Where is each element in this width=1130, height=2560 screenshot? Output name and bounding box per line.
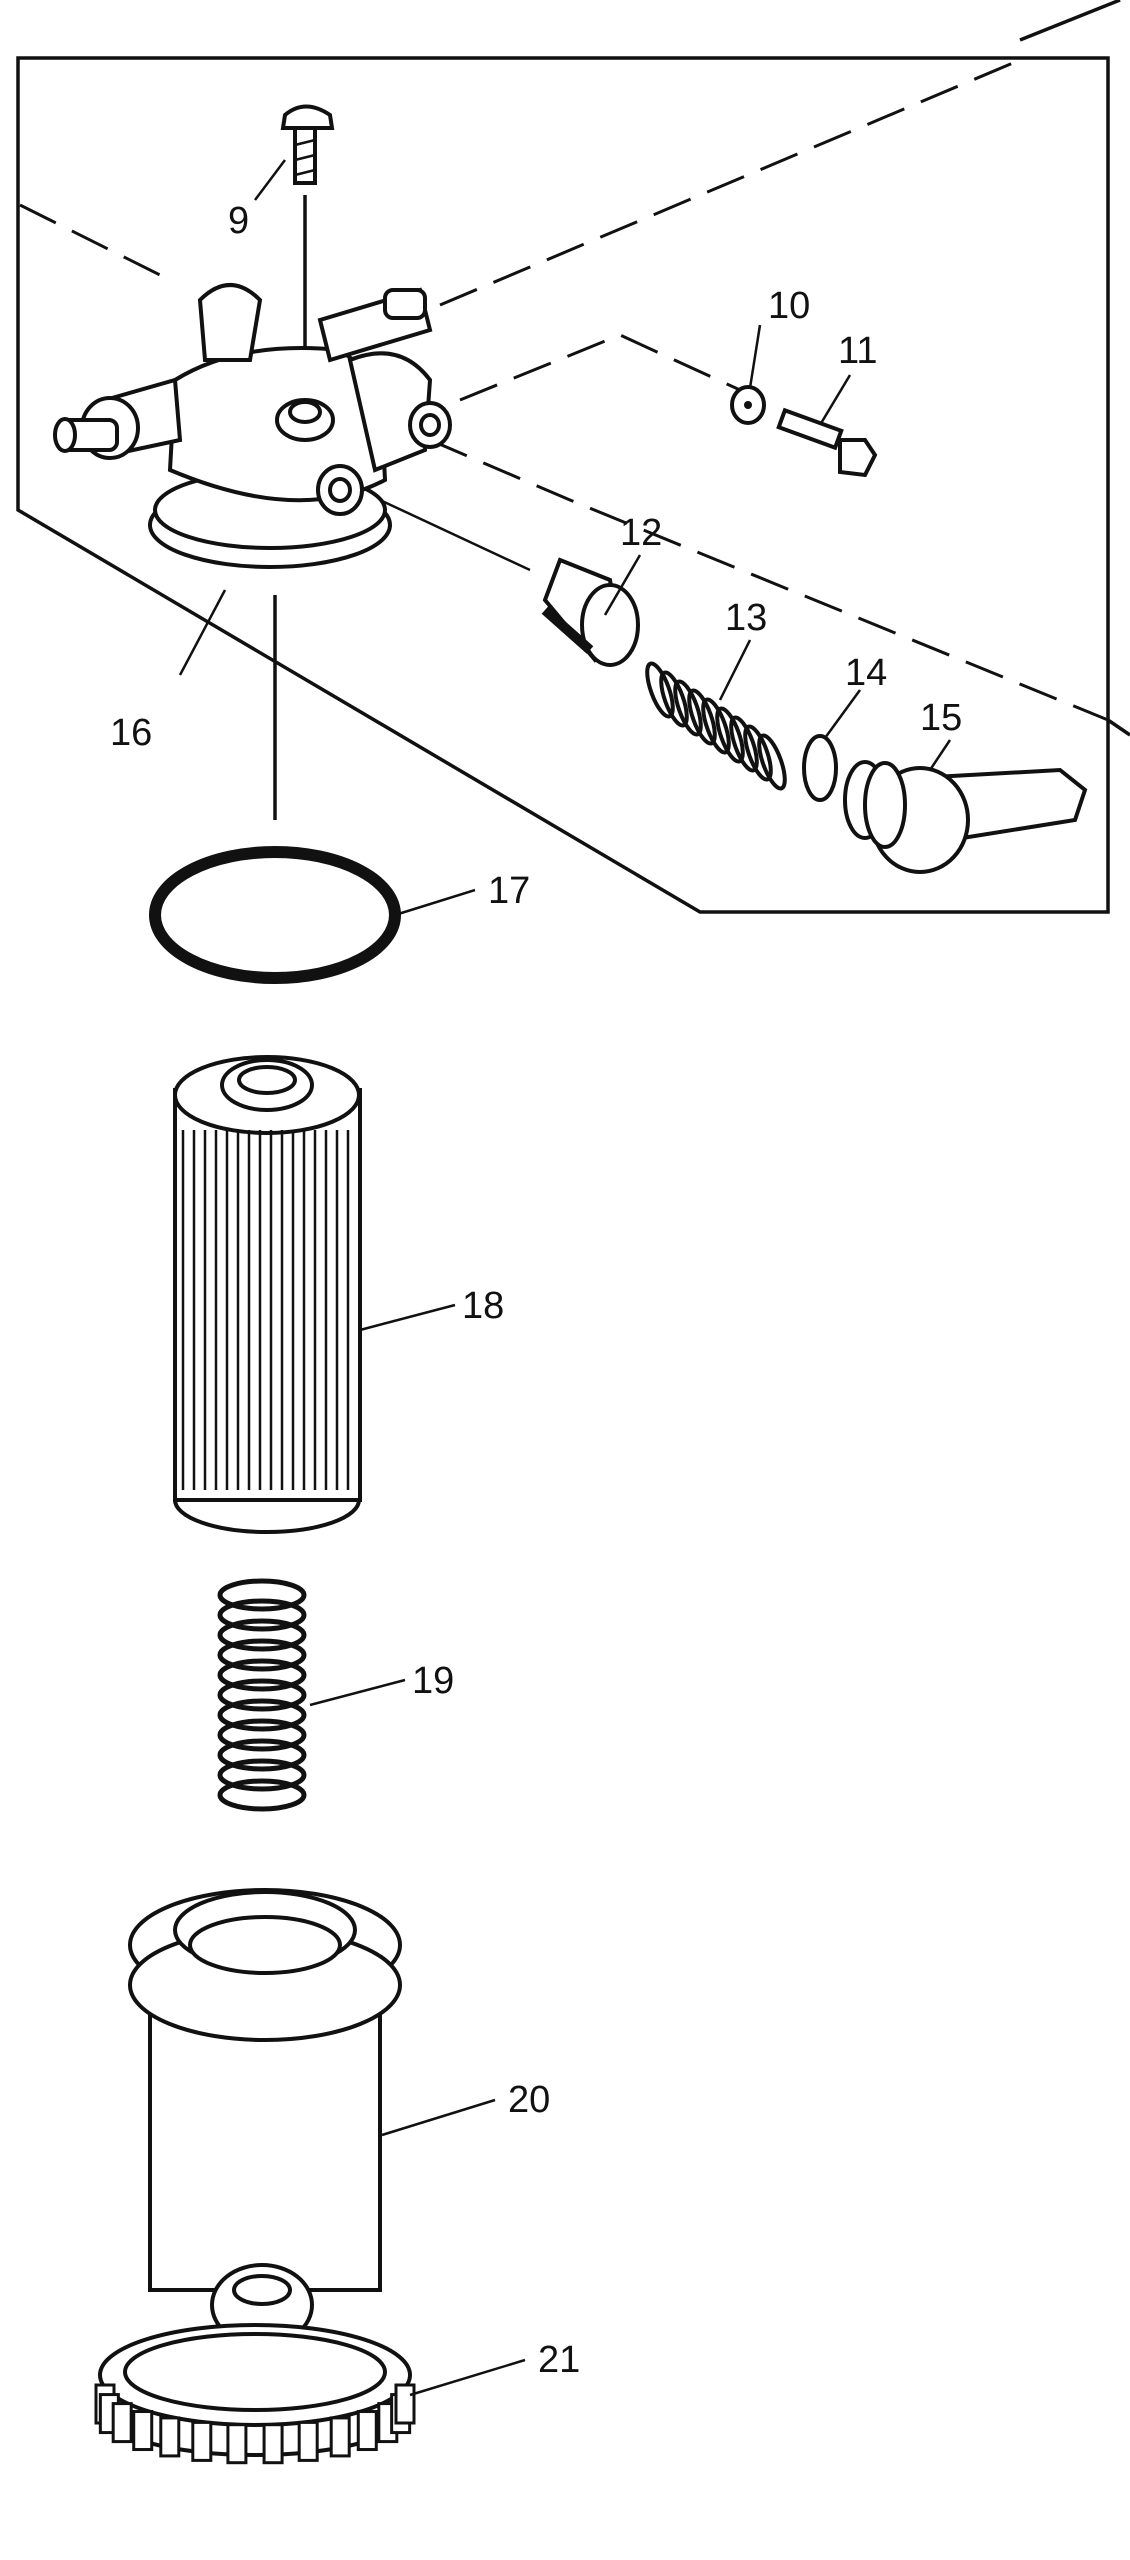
- spring-coil: [687, 688, 717, 746]
- ring-tooth: [159, 2416, 181, 2458]
- callout-label-11: 11: [838, 330, 877, 372]
- spring-coil: [217, 1618, 307, 1652]
- lever-part-15: [843, 760, 1088, 874]
- spring-coil: [217, 1678, 307, 1712]
- spring-coil: [217, 1778, 307, 1812]
- callout-label-14: 14: [845, 652, 887, 694]
- inset-box-outline: [16, 56, 1110, 914]
- spring-coil: [715, 706, 745, 764]
- ring-tooth: [356, 2410, 378, 2452]
- callout-label-18: 18: [462, 1285, 504, 1327]
- ring-tooth: [394, 2383, 416, 2425]
- callout-label-9: 9: [228, 200, 249, 242]
- spring-coil: [217, 1698, 307, 1732]
- ring-tooth: [111, 2402, 133, 2444]
- filter-element-part-18: [173, 1055, 362, 1534]
- spring-coil: [217, 1578, 307, 1612]
- retaining-ring-part-21: [94, 2323, 416, 2465]
- spring-coil: [659, 670, 689, 728]
- ring-tooth: [191, 2420, 213, 2462]
- break-line-right: [1107, 718, 1130, 737]
- callout-label-10: 10: [768, 285, 810, 327]
- alignment-line-upper: [439, 58, 1021, 307]
- alignment-line-lower: [429, 438, 1109, 722]
- callout-label-15: 15: [920, 697, 962, 739]
- spring-coil: [217, 1718, 307, 1752]
- spring-coil: [743, 724, 773, 782]
- callout-label-21: 21: [538, 2339, 580, 2381]
- oring-part-14: [802, 734, 838, 802]
- valve-cone-part-12: [541, 557, 640, 667]
- alignment-line-middle: [459, 333, 741, 402]
- spring-coil: [645, 661, 675, 719]
- spring-coil: [217, 1658, 307, 1692]
- callout-label-12: 12: [620, 512, 662, 554]
- spring-coil: [217, 1738, 307, 1772]
- center-spring-part-19: [217, 1578, 307, 1812]
- washer-hole: [744, 401, 752, 409]
- bolt-part-11: [776, 407, 878, 478]
- callout-label-16: 16: [110, 712, 152, 754]
- screw-part-9: [280, 104, 335, 185]
- spring-coil: [701, 697, 731, 755]
- gasket-part-17: [149, 846, 401, 984]
- callout-label-13: 13: [725, 597, 767, 639]
- ring-tooth: [297, 2420, 319, 2462]
- valve-spring-part-13: [645, 661, 787, 791]
- spring-coil: [757, 733, 787, 791]
- spring-coil: [217, 1598, 307, 1632]
- spring-coil: [729, 715, 759, 773]
- alignment-line-valve: [379, 498, 531, 572]
- leader-lines: [178, 159, 952, 2397]
- ring-tooth: [329, 2416, 351, 2458]
- callout-label-20: 20: [508, 2079, 550, 2121]
- spring-coil: [217, 1638, 307, 1672]
- callout-label-19: 19: [412, 1660, 454, 1702]
- ring-tooth: [132, 2410, 154, 2452]
- callout-label-17: 17: [488, 870, 530, 912]
- break-line-top: [1019, 0, 1121, 42]
- alignment-line-top: [19, 203, 171, 282]
- ring-tooth: [262, 2423, 284, 2465]
- ring-tooth: [226, 2423, 248, 2465]
- filter-bowl-part-20: [128, 1888, 402, 2347]
- spring-coil: [217, 1758, 307, 1792]
- filter-head-part-16: [53, 283, 452, 569]
- spring-coil: [673, 679, 703, 737]
